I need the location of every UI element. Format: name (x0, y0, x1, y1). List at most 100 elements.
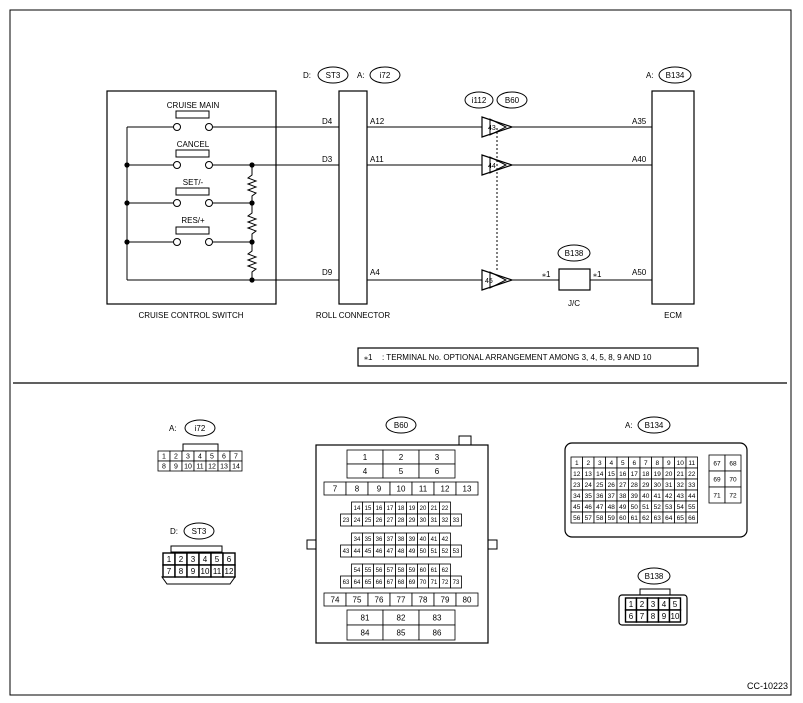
b60-pin-label: 80 (463, 595, 472, 604)
switch-cruise-main: CRUISE MAIN (167, 101, 339, 131)
b60-pin-label: 6 (435, 467, 440, 476)
svg-text:A:: A: (169, 424, 177, 433)
b60-pin-label: 86 (433, 628, 442, 637)
b60-pin-label: 9 (377, 484, 382, 493)
b134-pin-label: 44 (688, 493, 696, 500)
resistor-ladder (246, 162, 258, 283)
b134-pin-label: 30 (654, 482, 662, 489)
page-frame (9, 9, 792, 696)
svg-text:A:: A: (646, 71, 654, 80)
jc-label: J/C (568, 299, 580, 308)
b60-pin-label: 82 (397, 613, 406, 622)
svg-text:44: 44 (488, 163, 496, 170)
b60-pin-label: 32 (442, 518, 449, 524)
svg-text:A40: A40 (632, 155, 647, 164)
svg-text:A11: A11 (370, 155, 384, 164)
b60-pin-label: 8 (355, 484, 360, 493)
b134-pin-label: 1 (575, 460, 579, 467)
b60-pin-label: 12 (441, 484, 450, 493)
i72-pin-cell (229, 460, 243, 472)
b134-pin-label: 46 (585, 504, 593, 511)
b134-pin-label: 24 (585, 482, 593, 489)
cruise-control-switch: CRUISE CONTROL SWITCH CRUISE MAIN CANCEL (106, 90, 339, 320)
svg-text:A12: A12 (370, 117, 385, 126)
svg-text:A4: A4 (370, 268, 380, 277)
svg-text:B60: B60 (505, 96, 520, 105)
st3-pin-label: 9 (191, 567, 196, 576)
b60-pin-label: 66 (376, 580, 383, 586)
b134-pin-label: 66 (688, 515, 696, 522)
b138-pin-cell (668, 609, 682, 623)
b134-pin-label: 47 (596, 504, 604, 511)
b60-pin-label: 63 (343, 580, 350, 586)
face-tag-b138: B138 (637, 567, 671, 585)
b60-pin-label: 78 (419, 595, 428, 604)
tag-st3: D: ST3 (303, 66, 349, 84)
b134-pin-label: 34 (573, 493, 581, 500)
i72-pin-label: 13 (220, 464, 228, 471)
b134-pin-label: 58 (596, 515, 604, 522)
wire-row-3: D9 A4 45 A50 (322, 268, 652, 291)
b60-pin-label: 61 (431, 568, 438, 574)
b134-pin-label: 57 (585, 515, 593, 522)
svg-text:D:: D: (170, 527, 178, 536)
b134-pin-label: 43 (677, 493, 685, 500)
b60-pin-cell (450, 575, 462, 589)
svg-text:CANCEL: CANCEL (177, 140, 210, 149)
b134-pin-label: 2 (586, 460, 590, 467)
b134-pin-label: 8 (655, 460, 659, 467)
b138-pin-label: 6 (629, 612, 634, 621)
b134-pin-label: 49 (619, 504, 627, 511)
joint-connector: ⁎1 ⁎1 J/C (542, 268, 602, 308)
b60-pin-label: 36 (376, 537, 383, 543)
svg-text:: TERMINAL No. OPTIONAL ARRANG: : TERMINAL No. OPTIONAL ARRANGEMENT AMON… (382, 353, 652, 362)
svg-text:B134: B134 (666, 71, 685, 80)
b134-pin-label: 11 (688, 460, 695, 467)
svg-text:SET/-: SET/- (183, 178, 204, 187)
b60-pin-label: 57 (387, 568, 394, 574)
b60-pin-label: 17 (387, 506, 394, 512)
b60-pin-label: 74 (331, 595, 340, 604)
b60-pin-label: 37 (387, 537, 394, 543)
b60-pin-label: 81 (361, 613, 370, 622)
i72-pin-label: 4 (198, 454, 202, 461)
b134-pin-cell (724, 486, 742, 504)
b134-pin-label: 72 (729, 492, 737, 499)
b138-pin-label: 8 (651, 612, 656, 621)
b134-pin-label: 39 (631, 493, 639, 500)
b60-pin-label: 28 (398, 518, 405, 524)
b134-pin-label: 28 (631, 482, 639, 489)
b134-pin-label: 36 (596, 493, 604, 500)
b60-pin-label: 30 (420, 518, 427, 524)
b134-pin-label: 22 (688, 471, 696, 478)
b134-pin-label: 12 (573, 471, 581, 478)
b60-pin-label: 22 (442, 506, 449, 512)
i72-pin-label: 8 (162, 464, 166, 471)
b134-pin-label: 10 (677, 460, 685, 467)
tag-b134: A: B134 (646, 66, 692, 84)
b60-pin-label: 64 (354, 580, 361, 586)
tag-b60: B60 (496, 91, 528, 109)
b134-pin-label: 65 (677, 515, 685, 522)
b60-pin-label: 35 (365, 537, 372, 543)
b60-pin-label: 49 (409, 549, 416, 555)
b134-pin-label: 56 (573, 515, 581, 522)
b60-pin-label: 56 (376, 568, 383, 574)
b134-pin-label: 33 (688, 482, 696, 489)
svg-text:D:: D: (303, 71, 311, 80)
b134-pin-label: 20 (665, 471, 673, 478)
b60-pin-label: 34 (354, 537, 361, 543)
b134-pin-label: 67 (713, 460, 721, 467)
b60-pin-label: 14 (354, 506, 361, 512)
st3-pin-label: 2 (179, 555, 184, 564)
b60-pin-label: 85 (397, 628, 406, 637)
b138-pin-label: 7 (640, 612, 645, 621)
svg-text:i112: i112 (472, 96, 487, 105)
switch-set: SET/- (173, 178, 252, 207)
b60-pin-label: 69 (409, 580, 416, 586)
i72-pin-label: 10 (184, 464, 192, 471)
b60-pin-label: 73 (453, 580, 460, 586)
b60-pin-label: 42 (442, 537, 449, 543)
i72-key (182, 443, 219, 452)
